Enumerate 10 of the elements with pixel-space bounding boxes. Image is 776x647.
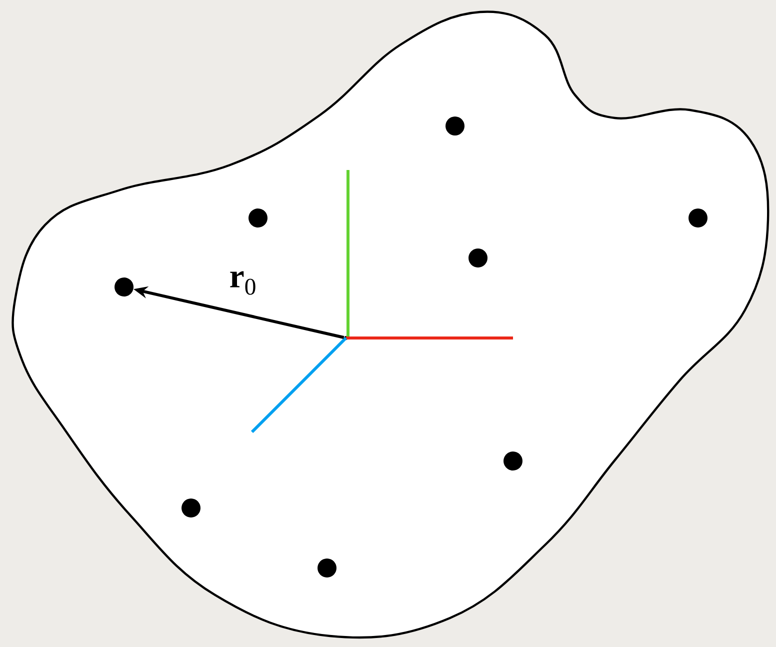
point-dot — [688, 208, 708, 228]
point-dot — [504, 452, 522, 470]
point-dot — [468, 248, 488, 268]
origin-point — [344, 336, 348, 340]
point-dot — [446, 116, 464, 136]
point-dot — [248, 208, 268, 228]
vector-label: r$_{0}$ — [228, 270, 258, 296]
point-dot — [182, 498, 200, 518]
region-outline — [12, 10, 770, 639]
point-dot — [318, 558, 336, 578]
